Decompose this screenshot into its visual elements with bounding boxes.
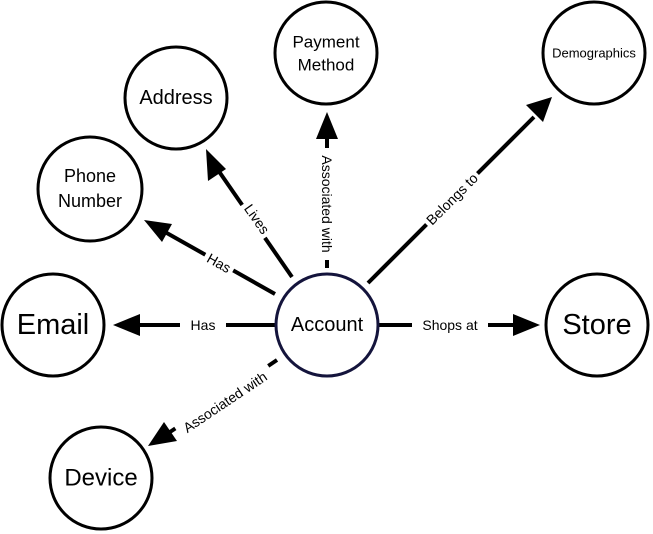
arrow-head-payment-method bbox=[316, 112, 338, 139]
arrow-head-demographics bbox=[526, 97, 552, 122]
node-phone-number: Phone Number bbox=[36, 135, 144, 243]
node-label-device: Device bbox=[64, 465, 137, 492]
node-account: Account bbox=[274, 272, 380, 378]
node-label-phone-number-line2: Number bbox=[58, 191, 122, 211]
node-payment-method: Payment Method bbox=[273, 0, 379, 106]
edge-store: Shops at bbox=[379, 314, 540, 336]
node-label-payment-method-line2: Method bbox=[298, 56, 355, 75]
arrow-head-email bbox=[113, 314, 140, 336]
node-label-store: Store bbox=[562, 309, 631, 341]
edge-phone-number: Has bbox=[144, 220, 276, 296]
node-label-address: Address bbox=[139, 87, 212, 109]
node-label-phone-number-line1: Phone bbox=[64, 166, 116, 186]
node-device: Device bbox=[48, 425, 154, 531]
arrow-head-phone-number bbox=[144, 220, 172, 242]
edge-email: Has bbox=[113, 314, 275, 336]
edge-label-payment-method: Associated with bbox=[319, 155, 335, 252]
node-address: Address bbox=[123, 45, 229, 151]
edge-address: Lives bbox=[206, 149, 294, 279]
node-label-demographics: Demographics bbox=[552, 46, 636, 61]
arrow-head-store bbox=[513, 314, 540, 336]
node-email: Email bbox=[0, 272, 106, 378]
edge-label-email: Has bbox=[191, 317, 216, 333]
node-demographics: Demographics bbox=[541, 0, 647, 106]
node-store: Store bbox=[544, 272, 650, 378]
edge-device: Associated with bbox=[148, 358, 279, 446]
edge-label-store: Shops at bbox=[422, 317, 477, 333]
edge-label-device: Associated with bbox=[180, 368, 270, 435]
node-label-account: Account bbox=[291, 314, 364, 336]
node-label-payment-method-line1: Payment bbox=[292, 33, 359, 52]
edge-label-demographics: Belongs to bbox=[423, 170, 481, 228]
arrow-head-address bbox=[206, 149, 226, 181]
edge-payment-method: Associated with bbox=[316, 112, 338, 268]
arrow-head-device bbox=[148, 422, 177, 446]
node-label-email: Email bbox=[17, 309, 90, 341]
edge-demographics: Belongs to bbox=[366, 97, 552, 285]
